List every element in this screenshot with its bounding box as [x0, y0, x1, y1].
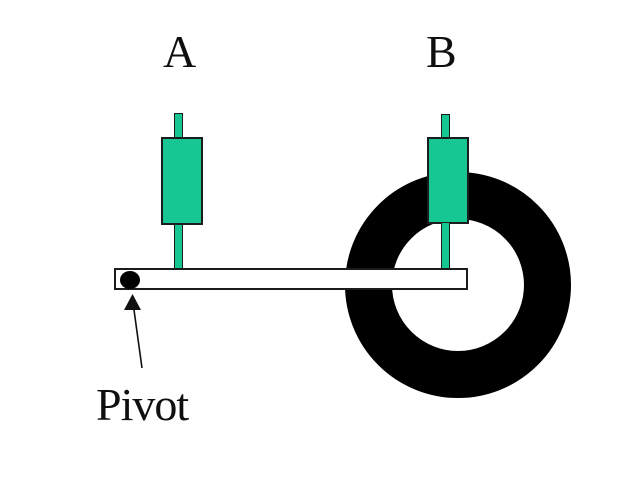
lever-bar [114, 268, 468, 290]
pivot-arrow-icon [124, 294, 143, 369]
spring-a-bottom-stem [174, 224, 183, 269]
spring-b-bottom-stem [441, 222, 450, 269]
spring-a-top-stem [174, 113, 183, 138]
label-a: A [163, 26, 197, 77]
arrowhead [124, 294, 141, 310]
pivot-dot [120, 271, 140, 289]
spring-scale-a-body [161, 137, 203, 225]
spring-scale-b-body [427, 137, 469, 224]
pivot-label: Pivot [96, 379, 189, 430]
arrow-line [133, 309, 143, 369]
spring-b-top-stem [441, 114, 450, 138]
label-b: B [426, 26, 457, 77]
